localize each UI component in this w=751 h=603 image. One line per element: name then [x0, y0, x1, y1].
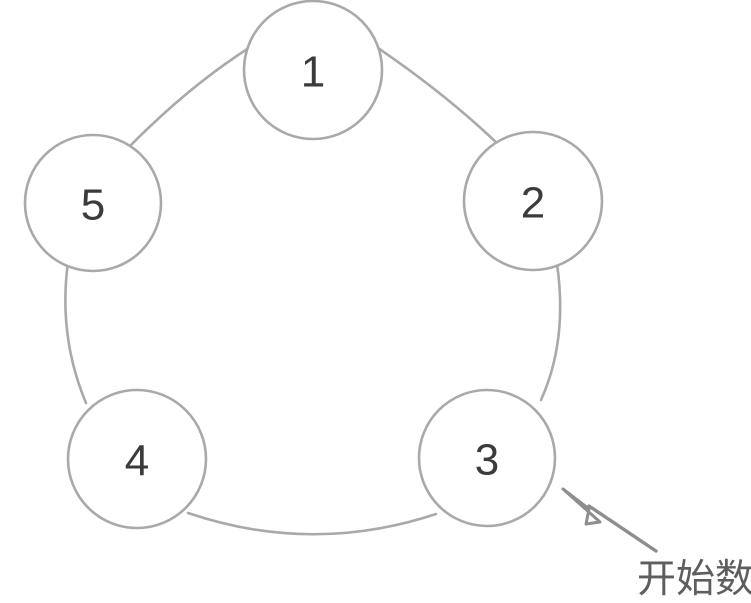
annotation-arrow-head-icon	[561, 487, 602, 526]
node-2-label: 2	[521, 179, 545, 228]
node-3-circle[interactable]	[417, 388, 557, 528]
node-4-circle[interactable]	[66, 388, 208, 530]
annotation-arrow-shaft	[587, 504, 658, 553]
node-1-label: 1	[301, 48, 325, 97]
node-4[interactable]: 4	[66, 388, 208, 530]
start-pointer-annotation: 开始数	[561, 487, 751, 602]
annotation-label: 开始数	[637, 557, 751, 602]
node-5[interactable]: 5	[23, 133, 163, 273]
node-2-circle[interactable]	[462, 130, 604, 272]
node-5-label: 5	[81, 181, 105, 230]
node-group: 1 2 3 4 5	[23, 0, 604, 530]
node-1[interactable]: 1	[242, 0, 384, 141]
edge-2-to-3	[539, 262, 562, 402]
node-1-circle[interactable]	[242, 0, 384, 141]
node-5-circle[interactable]	[23, 133, 163, 273]
node-3[interactable]: 3	[417, 388, 557, 528]
edge-4-to-5	[64, 260, 88, 405]
edge-3-to-4	[186, 511, 438, 536]
edge-group	[64, 44, 562, 536]
edge-1-to-2	[376, 46, 502, 148]
edge-5-to-1	[126, 44, 254, 150]
node-3-label: 3	[475, 436, 499, 485]
node-4-label: 4	[125, 437, 149, 486]
node-2[interactable]: 2	[462, 130, 604, 272]
